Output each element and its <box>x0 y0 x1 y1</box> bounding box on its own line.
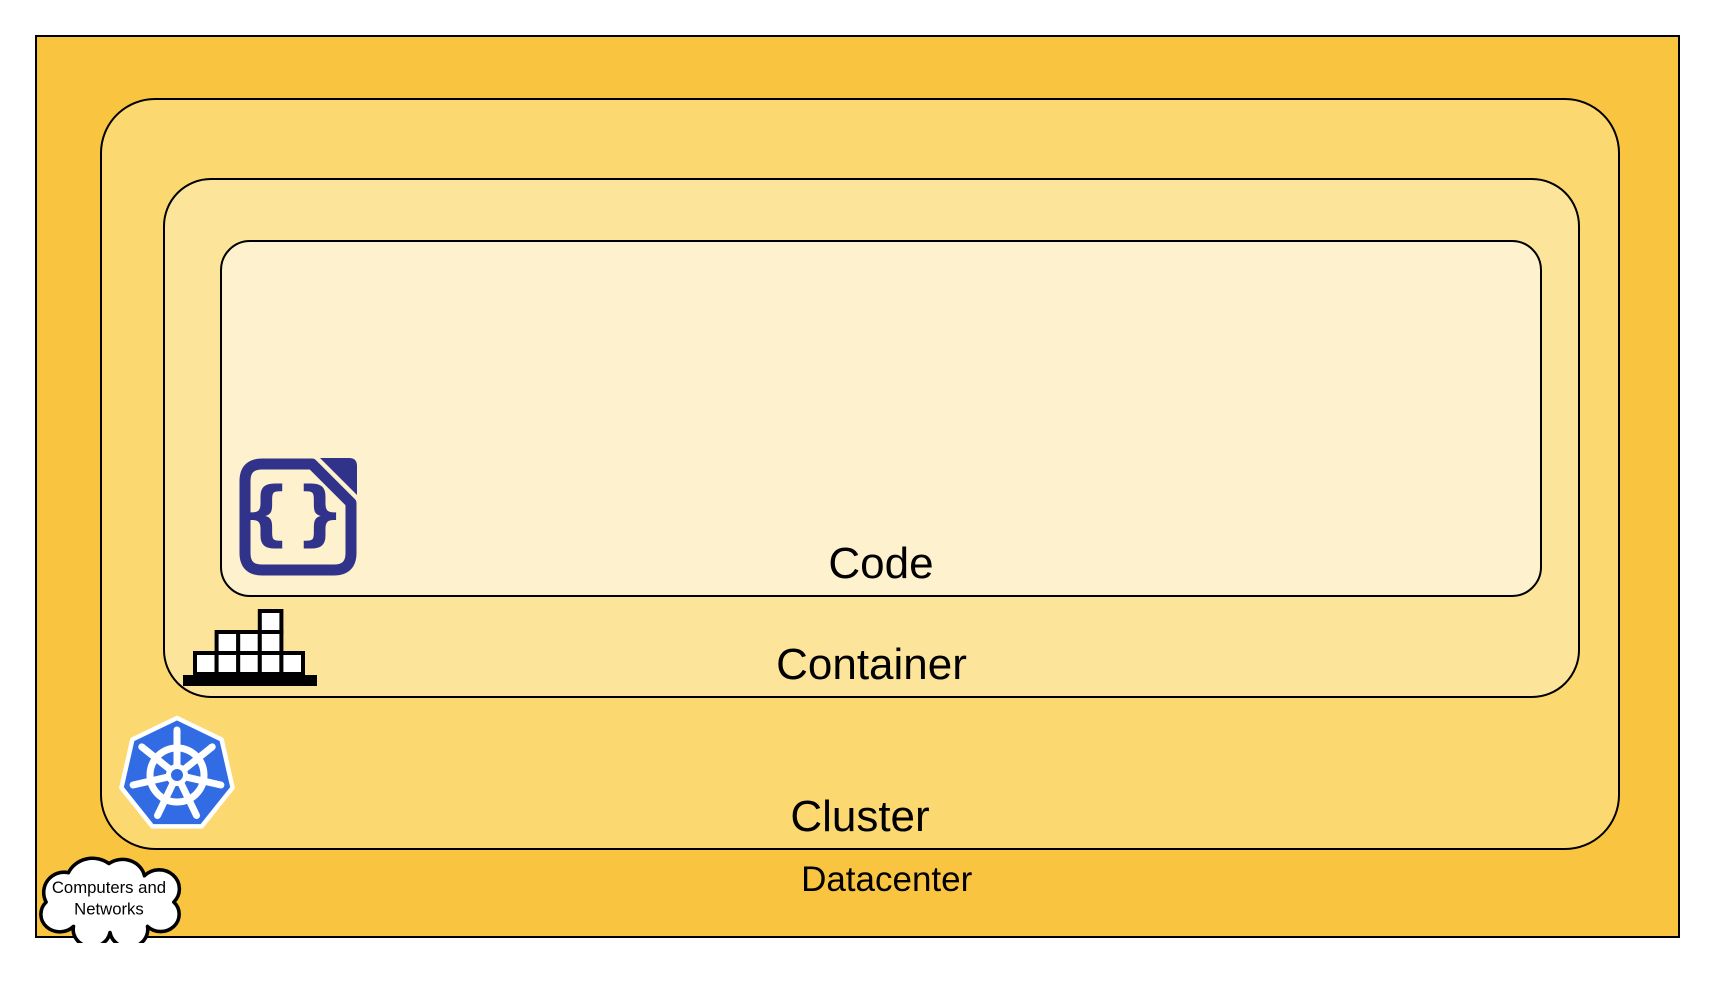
cloud-text-line1: Computers and <box>52 878 166 897</box>
datacenter-label-line2: Datacenter <box>801 860 973 900</box>
code-braces-glyph: {} <box>241 472 349 554</box>
helm-wheel <box>129 726 225 819</box>
cloud-icon: Computers and Networks <box>39 856 182 943</box>
layer-label-cluster: Cluster <box>790 792 930 841</box>
cloud-text-line2: Networks <box>74 899 144 918</box>
kubernetes-icon <box>119 715 235 829</box>
layer-label-container: Container <box>776 640 967 689</box>
code-file-icon: {} <box>239 458 357 576</box>
container-stack-icon <box>183 609 317 686</box>
layer-box-code: Code <box>220 240 1542 597</box>
layer-label-code: Code <box>828 539 934 588</box>
